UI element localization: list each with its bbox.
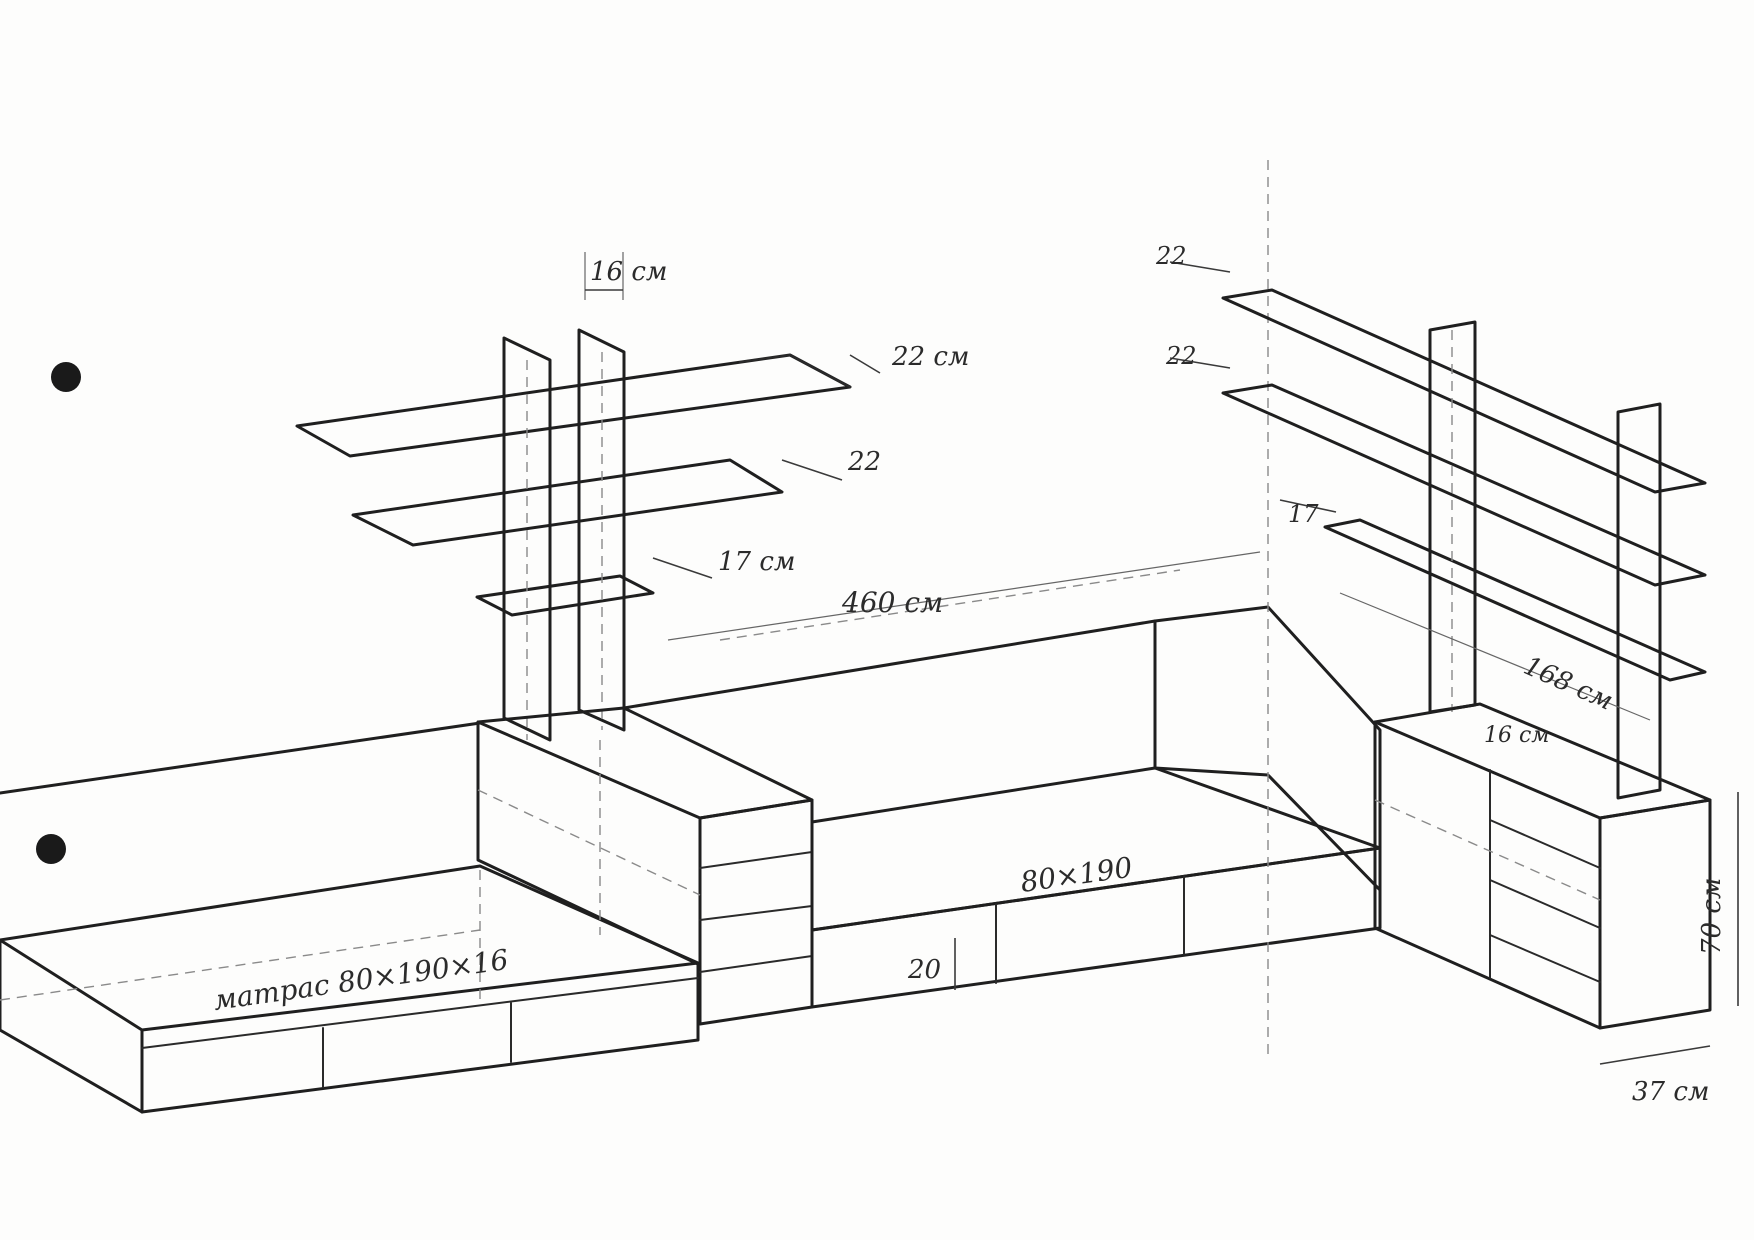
middle-cabinet-top xyxy=(476,706,814,820)
label-cabinet-height: 70 см xyxy=(1697,878,1727,955)
right-shelf-top xyxy=(1221,288,1707,494)
label-right-low-depth: 17 xyxy=(1288,500,1319,528)
label-right-top-depth: 22 xyxy=(1155,242,1187,270)
label-right-shelf-length: 168 см xyxy=(1519,651,1617,717)
dim-17-line xyxy=(652,557,713,579)
left-bed-wall-line xyxy=(0,721,482,795)
left-shelf-mid xyxy=(351,458,784,547)
left-bed-hidden-1 xyxy=(0,929,481,1001)
middle-cabinet-shelf-3 xyxy=(699,955,813,973)
right-shelf-low xyxy=(1323,518,1707,682)
right-bed-base-front xyxy=(810,846,1382,1009)
dimension-labels: 16 см 22 см 22 17 см 460 см 22 22 17 168… xyxy=(211,242,1727,1107)
right-mattress-top xyxy=(810,766,1382,932)
dim-22-line xyxy=(849,354,881,374)
right-shelf-unit xyxy=(1221,288,1707,800)
dim-168-line xyxy=(1339,592,1651,721)
right-cabinet xyxy=(1373,702,1712,1030)
label-cabinet-depth: 37 см xyxy=(1632,1077,1709,1107)
back-wall-top-line xyxy=(622,619,1157,710)
right-cabinet-shelf-2 xyxy=(1489,879,1601,929)
label-left-mattress: матрас 80×190×16 xyxy=(211,943,510,1017)
left-shelf-low xyxy=(475,574,655,617)
left-bed-side-base xyxy=(0,1028,144,1114)
middle-cabinet-shelf-1 xyxy=(699,851,813,869)
label-bed-base-height: 20 xyxy=(907,955,941,985)
right-cabinet-side xyxy=(1373,720,1602,1030)
dim-460-line xyxy=(667,551,1261,641)
left-mattress-front xyxy=(140,961,700,1114)
left-shelf-top-edge xyxy=(789,354,851,388)
label-left-low-depth: 17 см xyxy=(718,547,795,577)
right-shelf-mid xyxy=(1221,383,1707,587)
right-cabinet-shelf-3 xyxy=(1489,934,1601,983)
back-wall-and-right-bed xyxy=(622,160,1382,1060)
dim-right-22-top xyxy=(1169,261,1231,273)
left-shelf-top xyxy=(295,353,852,458)
label-left-top-depth: 22 см xyxy=(891,342,969,372)
dimension-lines xyxy=(584,252,1739,1065)
label-right-mid-depth: 22 xyxy=(1165,342,1197,370)
left-mattress-top xyxy=(0,864,700,1032)
right-cabinet-hidden xyxy=(1374,799,1601,901)
middle-cabinet xyxy=(476,706,814,1026)
label-total-length: 460 см xyxy=(841,586,943,619)
dim-22-mid-line xyxy=(781,459,843,481)
left-shelf-top-seg xyxy=(739,354,791,363)
middle-cabinet-hidden-1 xyxy=(477,789,701,896)
label-right-post-width: 16 см xyxy=(1484,723,1550,748)
punch-hole-top xyxy=(51,362,81,392)
punch-hole-bottom xyxy=(36,834,66,864)
right-cabinet-front xyxy=(1598,798,1712,1030)
middle-cabinet-shelf-2 xyxy=(699,905,813,921)
dim-37-line xyxy=(1599,1045,1711,1065)
left-post-1 xyxy=(502,336,552,742)
left-mattress-seam xyxy=(141,977,699,1049)
back-wall-hidden xyxy=(719,569,1181,641)
left-shelf-unit xyxy=(295,328,852,742)
dim-right-22-mid xyxy=(1169,357,1231,369)
label-left-post-gap: 16 см xyxy=(590,257,667,287)
right-post-2 xyxy=(1616,402,1662,800)
middle-cabinet-side xyxy=(476,720,702,967)
right-cabinet-shelf-1 xyxy=(1489,819,1601,869)
left-bed xyxy=(0,721,700,1114)
label-left-mid-depth: 22 xyxy=(847,447,881,477)
dim-right-17 xyxy=(1279,499,1337,513)
